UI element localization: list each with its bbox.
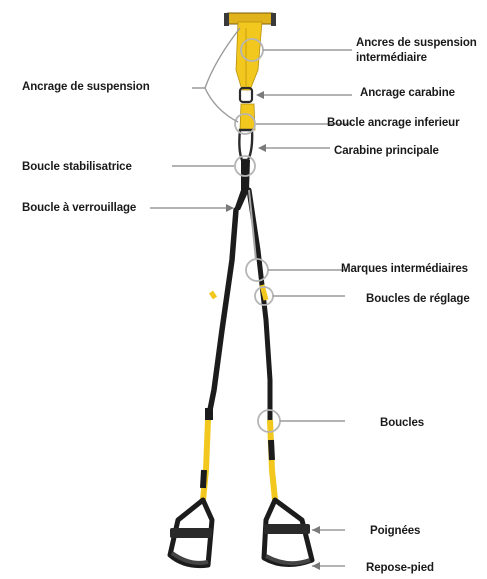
label-lower-anchor-loop: Boucle ancrage inferieur	[327, 116, 459, 131]
arrowhead-footrest	[312, 562, 320, 570]
label-locking-loop: Boucle à verrouillage	[22, 201, 136, 216]
label-carabiner-anchor: Ancrage carabine	[360, 86, 455, 101]
right-handle-grip	[264, 524, 310, 534]
split-connector	[234, 160, 250, 210]
left-strap-yellow-top	[211, 292, 215, 298]
label-suspension-anchor: Ancrage de suspension	[22, 80, 150, 95]
label-footrest: Repose-pied	[366, 561, 434, 576]
arrowhead-main-carabiner	[258, 144, 266, 152]
label-handles: Poignées	[370, 524, 420, 539]
anchor-top-bar-cap-right	[271, 13, 276, 26]
arrowhead-handles	[312, 526, 320, 534]
label-stabilizer-loop: Boucle stabilisatrice	[22, 160, 132, 175]
left-handle-grip	[170, 528, 212, 538]
label-adjustment-loops: Boucles de réglage	[366, 292, 470, 307]
arrowhead-carabiner-anchor	[256, 91, 264, 99]
label-intermediate-marks: Marques intermédiaires	[341, 262, 468, 277]
arrowhead-locking	[226, 204, 234, 212]
anchor-top-bar-cap-left	[224, 13, 229, 26]
leader-suspension-anchor-2	[205, 88, 238, 122]
label-loops: Boucles	[380, 416, 424, 431]
leader-suspension-anchor	[192, 28, 240, 88]
left-strap-black-lower	[203, 470, 204, 488]
right-strap-black-lower	[271, 440, 272, 460]
label-intermediate-anchors: Ancres de suspension intermédiaire	[356, 36, 486, 66]
anchor-strap	[236, 22, 262, 90]
left-strap	[208, 210, 236, 420]
label-main-carabiner: Carabine principale	[334, 144, 439, 159]
